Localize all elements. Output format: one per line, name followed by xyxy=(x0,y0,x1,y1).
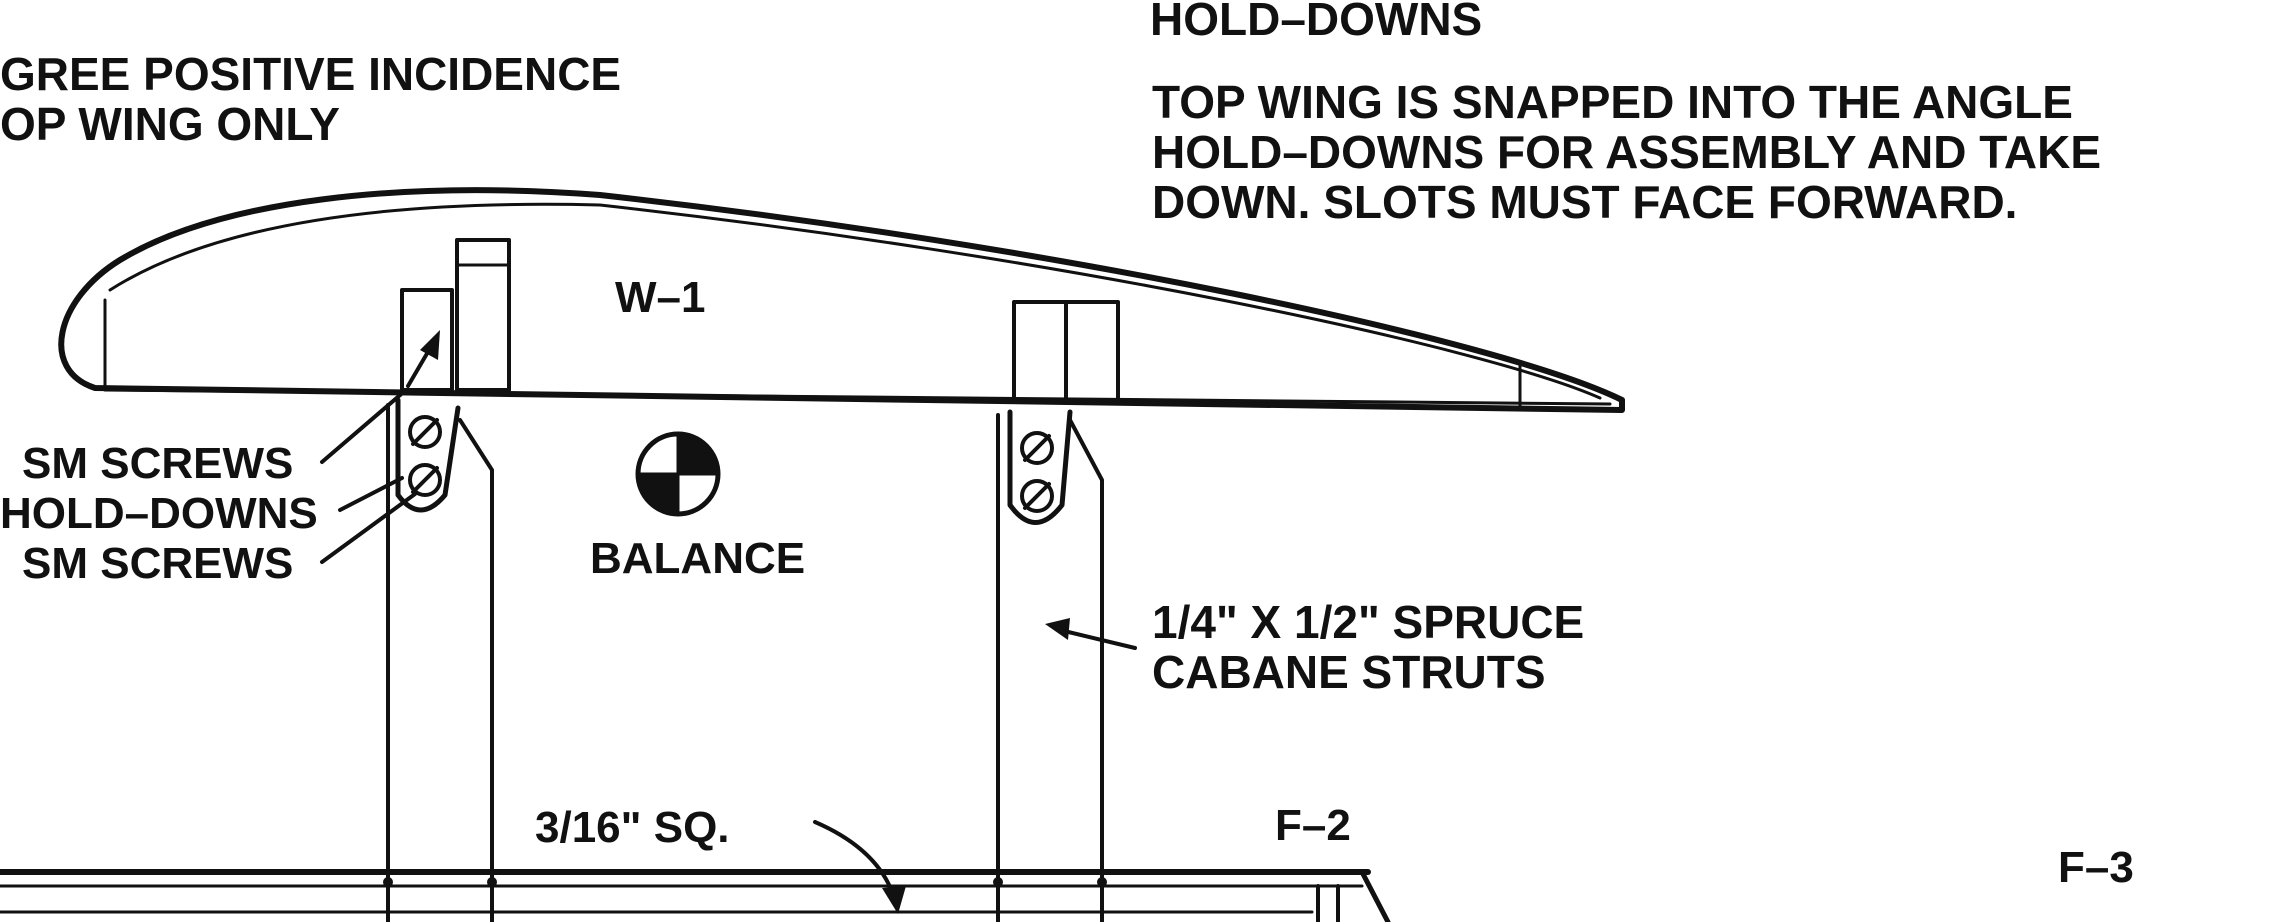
fuselage-longeron xyxy=(0,869,1391,922)
front-cabane-strut xyxy=(386,403,494,922)
front-block-right xyxy=(455,238,511,392)
top-wing-note-line1: TOP WING IS SNAPPED INTO THE ANGLE xyxy=(1152,76,2073,128)
holddowns-heading: HOLD–DOWNS xyxy=(1150,0,1482,45)
label-sm-screws-lower: SM SCREWS xyxy=(22,539,293,588)
leader-lines xyxy=(320,330,1137,914)
joint-dot-4 xyxy=(1097,877,1107,887)
front-angle-holddown xyxy=(395,397,461,513)
label-hold-downs: HOLD–DOWNS xyxy=(0,489,318,538)
annotations: GREE POSITIVE INCIDENCE OP WING ONLY HOL… xyxy=(0,0,2134,892)
airfoil-inner-skin xyxy=(108,202,1602,400)
rear-screw-lower xyxy=(1020,479,1054,513)
airfoil-lower-inner xyxy=(103,388,1612,406)
rear-angle-holddown xyxy=(1007,409,1073,525)
label-former-f3: F–3 xyxy=(2058,843,2134,892)
label-spruce-line2: CABANE STRUTS xyxy=(1152,646,1546,698)
front-screw-upper-slot xyxy=(411,418,439,446)
rear-angle-bracket xyxy=(1007,409,1073,525)
rear-screw-upper-slot xyxy=(1023,434,1051,462)
front-strut-right xyxy=(458,418,494,922)
front-block-left xyxy=(400,288,454,392)
front-angle-bracket xyxy=(395,397,461,513)
front-screw-lower-slot xyxy=(411,466,439,494)
label-square-stock: 3/16" SQ. xyxy=(535,803,730,852)
incidence-note-line2: OP WING ONLY xyxy=(0,98,340,150)
leader-sm-screws-lower xyxy=(320,492,417,564)
airfoil-outline xyxy=(58,187,1625,413)
leader-holddowns xyxy=(338,476,404,512)
incidence-note-line1: GREE POSITIVE INCIDENCE xyxy=(0,48,621,100)
leader-cabane-struts xyxy=(1058,628,1137,650)
front-screw-lower xyxy=(408,463,442,497)
balance-symbol xyxy=(635,431,721,517)
rear-strut-right xyxy=(1068,418,1104,922)
arrow-cabane-struts xyxy=(1045,618,1070,640)
cg-quadrant-bottom-left xyxy=(638,474,678,514)
joint-dot-1 xyxy=(383,877,393,887)
joint-dot-2 xyxy=(487,877,497,887)
rear-cabane-strut xyxy=(996,413,1104,922)
top-wing-note-line3: DOWN. SLOTS MUST FACE FORWARD. xyxy=(1152,176,2017,228)
arrow-square-stock xyxy=(882,886,906,914)
label-sm-screws-upper: SM SCREWS xyxy=(22,439,293,488)
rear-block-right xyxy=(1064,300,1120,404)
label-spruce-line1: 1/4" X 1/2" SPRUCE xyxy=(1152,596,1584,648)
rear-screw-lower-slot xyxy=(1023,482,1051,510)
rear-holddown-blocks xyxy=(1012,300,1120,404)
arrow-wing-screw xyxy=(420,330,440,360)
top-wing-note-line2: HOLD–DOWNS FOR ASSEMBLY AND TAKE xyxy=(1152,126,2101,178)
label-former-f2: F–2 xyxy=(1275,801,1351,850)
leader-sm-screws-upper xyxy=(320,388,408,464)
front-screw-upper xyxy=(408,415,442,449)
rear-screw-upper xyxy=(1020,431,1054,465)
label-balance: BALANCE xyxy=(590,534,805,583)
cg-quadrant-top-right xyxy=(678,434,718,474)
longeron-nose-bend xyxy=(1359,869,1391,922)
wing-part-label: W–1 xyxy=(615,273,705,322)
top-wing-airfoil xyxy=(58,187,1625,413)
joint-dot-3 xyxy=(993,877,1003,887)
front-holddown-blocks xyxy=(400,238,511,392)
